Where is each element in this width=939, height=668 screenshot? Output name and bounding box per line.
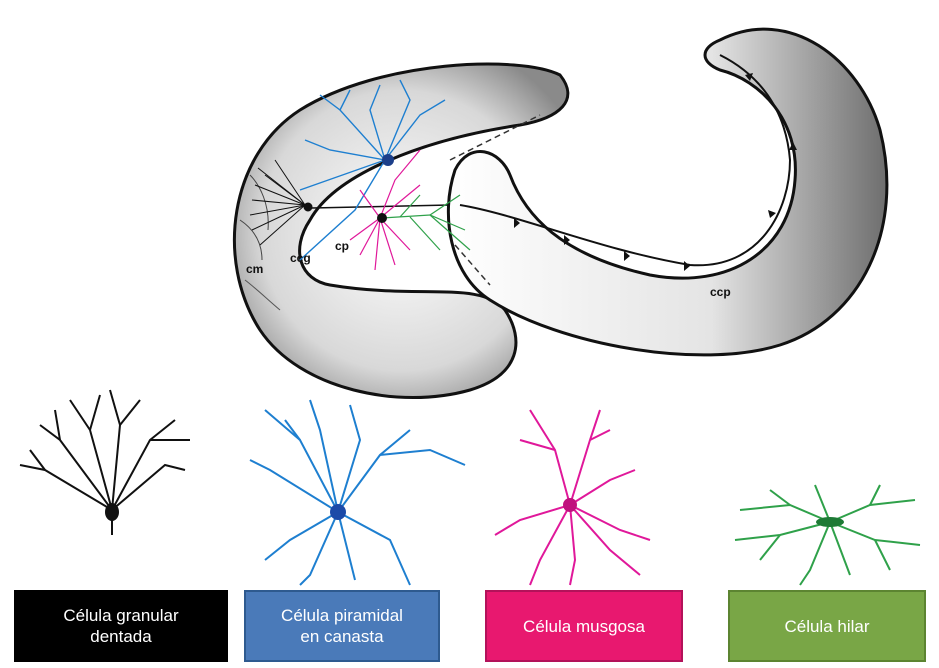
hilar-cell-illustration <box>735 485 920 585</box>
legend-granular-cell: Célula granular dentada <box>14 590 228 662</box>
basket-cell-illustration <box>250 400 465 585</box>
label-cp: cp <box>335 239 349 253</box>
mossy-cell-illustration <box>495 410 650 585</box>
legend-hilar-cell: Célula hilar <box>728 590 926 662</box>
label-ccp: ccp <box>710 285 731 299</box>
label-cm: cm <box>246 262 263 276</box>
legend-pyramidal-basket-cell: Célula piramidal en canasta <box>244 590 440 662</box>
granular-cell-illustration <box>20 390 190 535</box>
label-ccg: ccg <box>290 251 311 265</box>
legend-mossy-cell: Célula musgosa <box>485 590 683 662</box>
